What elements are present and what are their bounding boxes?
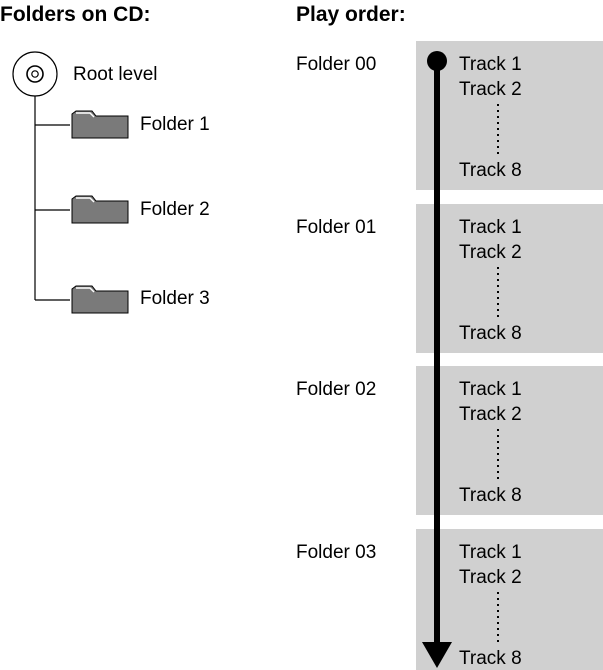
folder-2-label: Folder 2 bbox=[140, 199, 210, 220]
folder-03-label: Folder 03 bbox=[296, 542, 377, 563]
track-first-label: Track 1 bbox=[459, 542, 522, 563]
arrow-head bbox=[422, 642, 452, 668]
folder-00-panel bbox=[416, 41, 603, 190]
root-level-label: Root level bbox=[73, 64, 158, 85]
track-last-label: Track 8 bbox=[459, 160, 522, 181]
play-order-heading: Play order: bbox=[296, 3, 406, 26]
folder-icon bbox=[71, 110, 129, 139]
folder-01-panel bbox=[416, 204, 603, 353]
folder-icon bbox=[71, 285, 129, 314]
track-second-label: Track 2 bbox=[459, 567, 522, 588]
track-first-label: Track 1 bbox=[459, 217, 522, 238]
folder-3-label: Folder 3 bbox=[140, 288, 210, 309]
track-second-label: Track 2 bbox=[459, 242, 522, 263]
folder-1-label: Folder 1 bbox=[140, 114, 210, 135]
track-first-label: Track 1 bbox=[459, 379, 522, 400]
track-first-label: Track 1 bbox=[459, 54, 522, 75]
track-last-label: Track 8 bbox=[459, 485, 522, 506]
cd-disc-icon bbox=[12, 51, 58, 97]
folders-heading: Folders on CD: bbox=[0, 3, 151, 26]
folder-00-label: Folder 00 bbox=[296, 54, 377, 75]
folder-icon bbox=[71, 195, 129, 224]
folder-02-panel bbox=[416, 366, 603, 515]
track-second-label: Track 2 bbox=[459, 404, 522, 425]
folder-01-label: Folder 01 bbox=[296, 217, 377, 238]
track-second-label: Track 2 bbox=[459, 79, 522, 100]
track-last-label: Track 8 bbox=[459, 648, 522, 669]
track-last-label: Track 8 bbox=[459, 323, 522, 344]
folder-02-label: Folder 02 bbox=[296, 379, 377, 400]
